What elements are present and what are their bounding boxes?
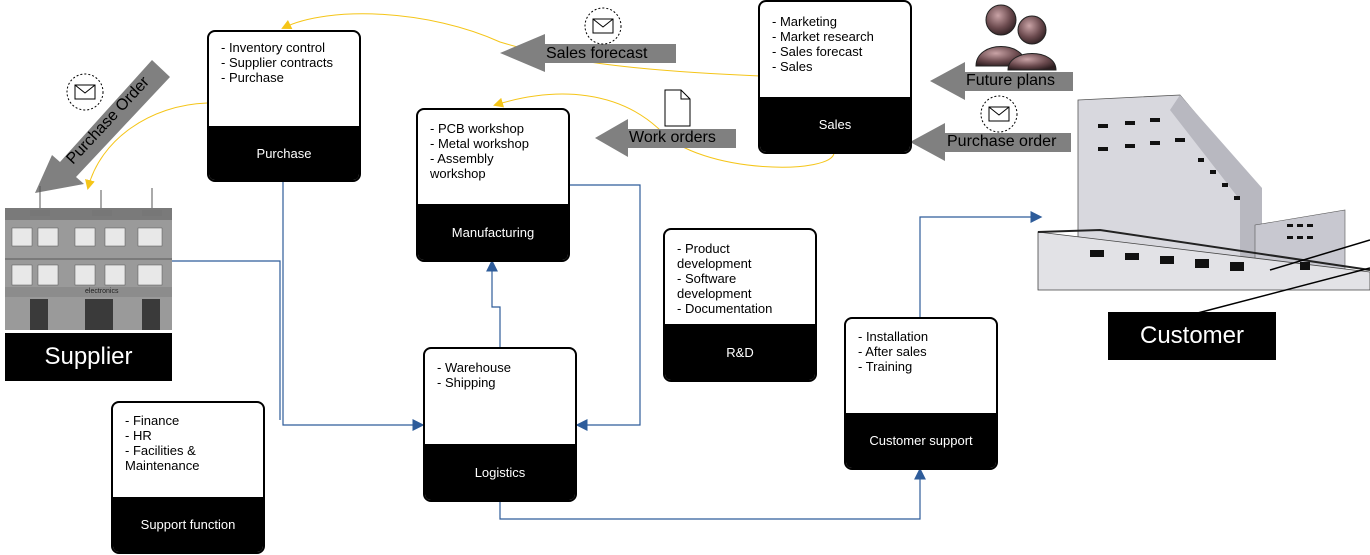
logistics-item: - Warehouse [437,360,511,375]
future-plans-label: Future plans [966,72,1055,89]
connector-manufacturing-logistics [570,184,641,431]
support-function-label: Support function [113,497,263,552]
purchase-items: - Inventory control - Supplier contracts… [209,32,359,85]
customer-building [1037,94,1370,316]
connector-purchase-logistics [282,180,425,431]
arrow-future-plans [930,62,1073,100]
sales-items: - Marketing - Market research - Sales fo… [760,2,910,74]
flow-arrows [35,34,1073,193]
work-orders-label: Work orders [629,129,716,146]
purchase-item: - Supplier contracts [221,55,333,70]
dept-logistics[interactable]: - Warehouse - Shipping Logistics [423,347,577,502]
customer-support-label: Customer support [846,413,996,468]
curve-sales-to-purchase [281,13,761,77]
logistics-label: Logistics [425,444,575,500]
rnd-items: - Product development - Software develop… [665,230,815,316]
manufacturing-item: - Assembly workshop [430,151,494,181]
connector-supplier-logistics [172,260,281,420]
dept-purchase[interactable]: - Inventory control - Supplier contracts… [207,30,361,182]
purchase-item: - Inventory control [221,40,326,55]
sales-item: - Sales forecast [772,44,863,59]
support-function-item: - Finance [125,413,180,428]
purchase-order-in-label: Purchase order [947,133,1057,150]
dept-rnd[interactable]: - Product development - Software develop… [663,228,817,382]
purchase-label: Purchase [209,126,359,180]
manufacturing-item: - PCB workshop [430,121,524,136]
connector-logistics-support [499,467,926,520]
manufacturing-items: - PCB workshop - Metal workshop - Assemb… [418,110,568,181]
arrow-work-orders [595,119,736,157]
manufacturing-item: - Metal workshop [430,136,529,151]
people-icon [975,4,1057,71]
customer-support-item: - Installation [858,329,929,344]
logistics-items: - Warehouse - Shipping [425,349,575,390]
support-function-item: - Facilities & Maintenance [125,443,200,473]
connector-support-customer [919,211,1043,318]
dept-manufacturing[interactable]: - PCB workshop - Metal workshop - Assemb… [416,108,570,262]
supplier-building [5,186,172,330]
sales-item: - Sales [772,59,813,74]
mail-icon-purchase-order-in [980,95,1018,133]
rnd-item: - Product development [677,241,752,271]
sales-item: - Marketing [772,14,838,29]
curve-purchase-to-supplier [85,102,208,190]
manufacturing-label: Manufacturing [418,204,568,260]
storefront-sign: electronics [85,288,119,295]
rnd-item: - Documentation [677,301,773,316]
arrow-purchase-order-out [35,60,170,193]
customer-support-item: - After sales [858,344,927,359]
support-function-items: - Finance - HR - Facilities & Maintenanc… [113,403,263,473]
purchase-item: - Purchase [221,70,284,85]
dept-sales[interactable]: - Marketing - Market research - Sales fo… [758,0,912,154]
customer-support-items: - Installation - After sales - Training [846,319,996,374]
process-connectors [172,180,1043,520]
arrow-purchase-order-in [910,123,1071,161]
arrow-sales-forecast [500,34,676,72]
dept-customer-support[interactable]: - Installation - After sales - Training … [844,317,998,470]
support-function-item: - HR [125,428,152,443]
mail-icon-purchase-order-out [66,73,104,111]
connector-logistics-manufacturing [486,259,501,348]
sales-forecast-label: Sales forecast [546,45,648,62]
customer-support-item: - Training [858,359,913,374]
document-icon [664,89,691,127]
customer-label: Customer [1108,312,1276,360]
mail-icon-sales-forecast [584,7,622,45]
sales-label: Sales [760,97,910,152]
dept-support-function[interactable]: - Finance - HR - Facilities & Maintenanc… [111,401,265,554]
sales-item: - Market research [772,29,874,44]
rnd-label: R&D [665,324,815,380]
supplier-label: Supplier [5,333,172,381]
rnd-item: - Software development [677,271,752,301]
logistics-item: - Shipping [437,375,496,390]
